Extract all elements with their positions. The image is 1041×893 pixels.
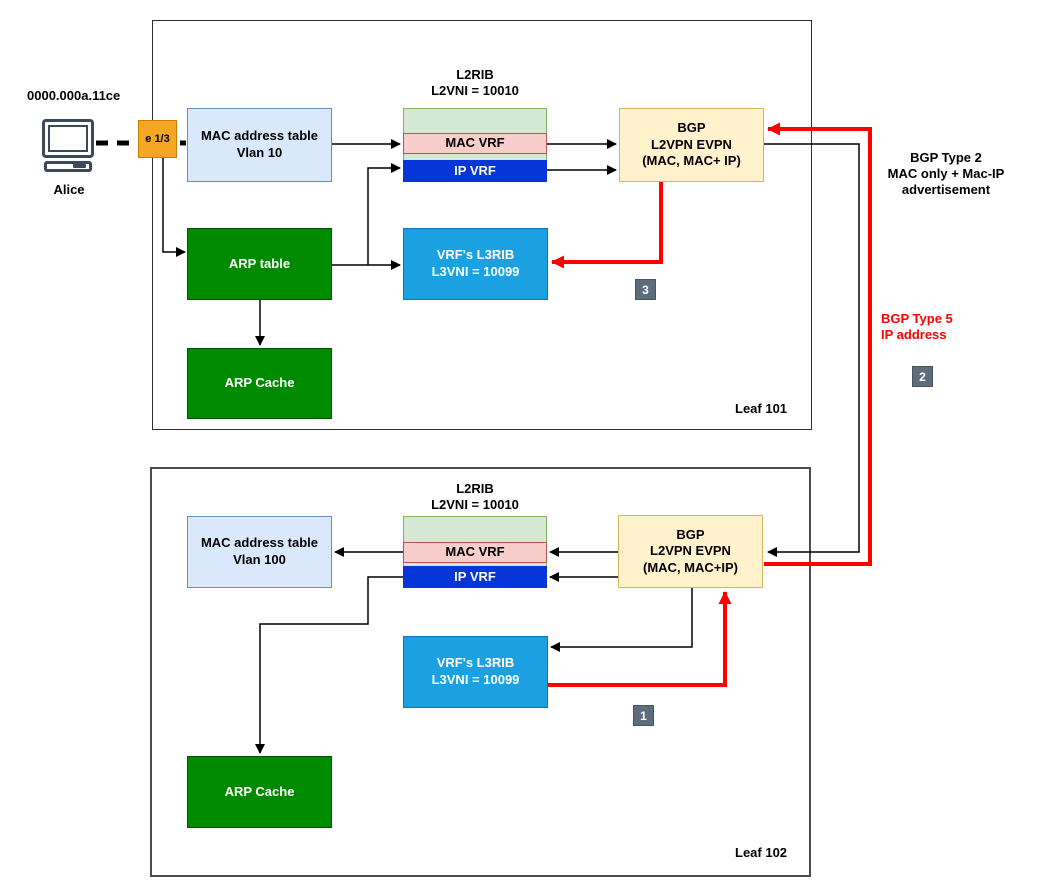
mac-address-table-102: MAC address table Vlan 100 bbox=[187, 516, 332, 588]
bgp-box-101: BGP L2VPN EVPN (MAC, MAC+ IP) bbox=[619, 108, 764, 182]
l3rib-box-102: VRF's L3RIB L3VNI = 10099 bbox=[403, 636, 548, 708]
ip-vrf-band-102: IP VRF bbox=[403, 566, 547, 588]
step-badge-2: 2 bbox=[912, 366, 933, 387]
mac-address-table-101: MAC address table Vlan 10 bbox=[187, 108, 332, 182]
l2rib-title-101: L2RIB L2VNI = 10010 bbox=[431, 67, 519, 98]
step-badge-3: 3 bbox=[635, 279, 656, 300]
mac-vrf-band-101: MAC VRF bbox=[403, 133, 547, 154]
l2rib-title-102: L2RIB L2VNI = 10010 bbox=[431, 481, 519, 512]
leaf102-label: Leaf 102 bbox=[735, 845, 788, 860]
bgp-type2-annotation: BGP Type 2 MAC only + Mac-IP advertiseme… bbox=[887, 150, 1005, 197]
leaf102-container bbox=[150, 467, 811, 877]
l3rib-box-101: VRF's L3RIB L3VNI = 10099 bbox=[403, 228, 548, 300]
keyboard-icon bbox=[44, 161, 92, 172]
mac-vrf-band-102: MAC VRF bbox=[403, 542, 547, 563]
arp-cache-102: ARP Cache bbox=[187, 756, 332, 828]
host-name-label: Alice bbox=[53, 182, 85, 197]
arp-cache-101: ARP Cache bbox=[187, 348, 332, 419]
ip-vrf-band-101: IP VRF bbox=[403, 160, 547, 182]
leaf101-label: Leaf 101 bbox=[735, 401, 788, 416]
host-mac-label: 0000.000a.11ce bbox=[27, 88, 121, 103]
bgp-box-102: BGP L2VPN EVPN (MAC, MAC+IP) bbox=[618, 515, 763, 588]
monitor-icon bbox=[42, 119, 94, 158]
bgp-type5-annotation: BGP Type 5 IP address bbox=[881, 311, 953, 342]
arp-table-101: ARP table bbox=[187, 228, 332, 300]
keyboard-slot bbox=[73, 164, 86, 168]
step-badge-1: 1 bbox=[633, 705, 654, 726]
port-e13-box: e 1/3 bbox=[138, 120, 177, 158]
monitor-screen bbox=[48, 125, 88, 152]
